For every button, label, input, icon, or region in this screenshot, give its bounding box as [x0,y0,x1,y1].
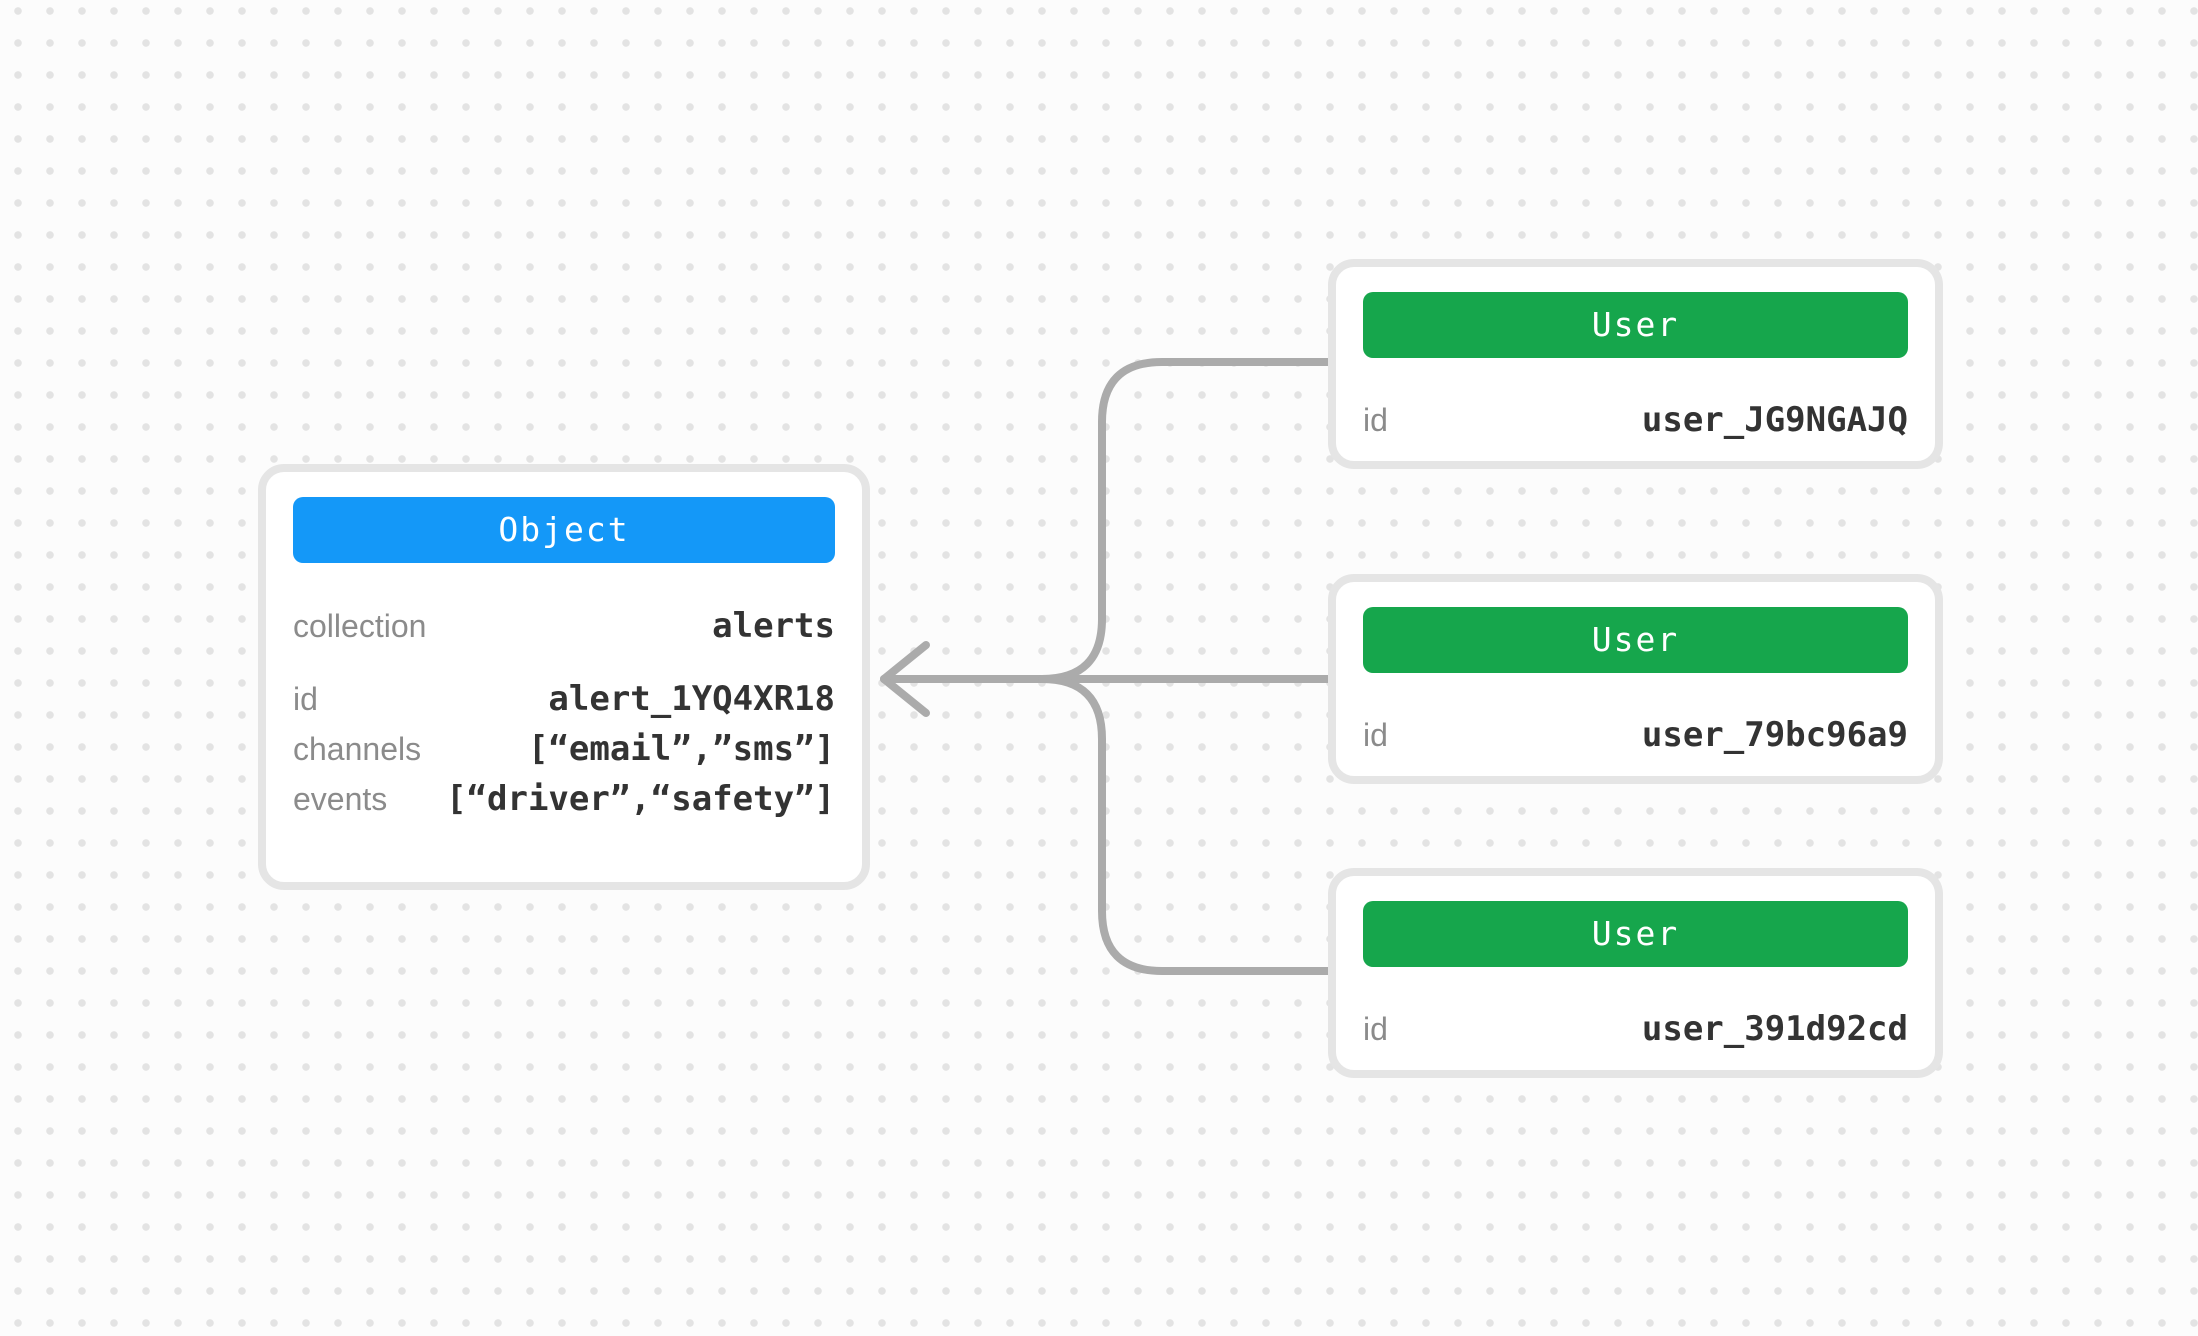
field-label: channels [293,730,422,767]
user-node-header: User [1363,901,1908,967]
field-value: alerts [712,606,835,646]
object-row-id: id alert_1YQ4XR18 [293,674,835,724]
field-label: id [1363,716,1388,753]
user-node-header: User [1363,607,1908,673]
user-node-card-1[interactable]: User id user_JG9NGAJQ [1328,259,1943,469]
edge-user1-to-object [880,358,1336,683]
object-node-card[interactable]: Object collection alerts id alert_1YQ4XR… [258,464,870,890]
field-value: user_391d92cd [1641,1009,1908,1049]
field-value: [“email”,”sms”] [527,729,835,769]
user-row-id: id user_79bc96a9 [1363,703,1908,767]
object-row-events: events [“driver”,“safety”] [293,774,835,824]
field-label: collection [293,607,427,644]
user-node-card-3[interactable]: User id user_391d92cd [1328,868,1943,1078]
field-label: id [1363,1010,1388,1047]
field-label: events [293,780,388,817]
object-row-channels: channels [“email”,”sms”] [293,724,835,774]
user-row-id: id user_391d92cd [1363,997,1908,1061]
field-value: [“driver”,“safety”] [446,779,835,819]
field-label: id [1363,401,1388,438]
user-node-header: User [1363,292,1908,358]
user-node-card-2[interactable]: User id user_79bc96a9 [1328,574,1943,784]
field-label: id [293,680,318,717]
user-row-id: id user_JG9NGAJQ [1363,388,1908,452]
object-row-collection: collection alerts [293,601,835,651]
field-value: user_79bc96a9 [1641,715,1908,755]
object-node-header: Object [293,497,835,563]
field-value: user_JG9NGAJQ [1641,400,1908,440]
field-value: alert_1YQ4XR18 [548,679,835,719]
edge-user3-to-object [1038,675,1336,975]
left-arrowhead-icon [880,641,930,717]
